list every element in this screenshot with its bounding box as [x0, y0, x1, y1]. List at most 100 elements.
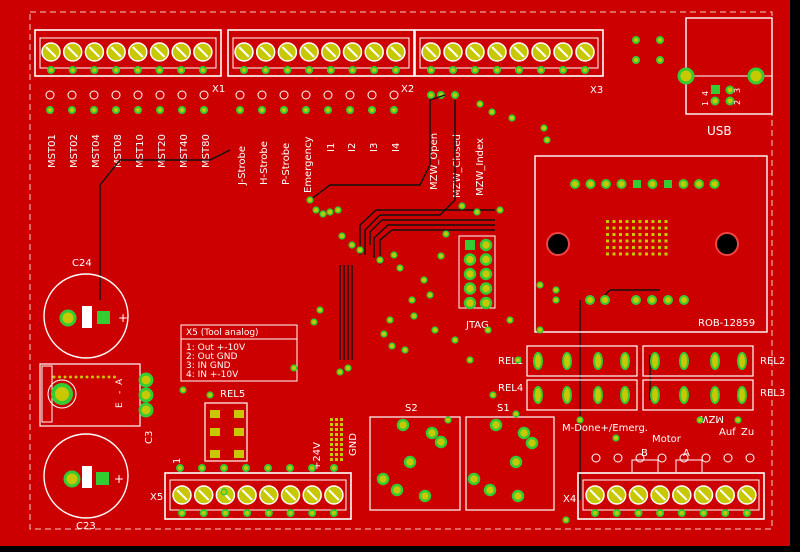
jtag-pad: [463, 296, 477, 310]
terminal-screw: [321, 42, 341, 74]
via: [408, 296, 416, 304]
module-grid-pad: [658, 252, 661, 256]
power-pad: [335, 458, 338, 461]
relay-rel3: REL3: [642, 379, 785, 411]
header-pad: [67, 90, 77, 114]
terminal-screw: [386, 42, 406, 74]
regulator-pad: [96, 375, 100, 379]
module-grid-pad: [645, 239, 648, 243]
module-grid-pad: [619, 226, 622, 230]
terminal-screw: [41, 42, 61, 74]
terminal-pad: [723, 453, 733, 463]
via: [420, 276, 428, 284]
switch-label-s2: S2: [405, 403, 418, 414]
module-grid-pad: [632, 252, 635, 256]
label-gnd: GND: [348, 433, 359, 456]
pin-label-i3: I3: [369, 143, 380, 152]
power-pad: [340, 453, 343, 456]
via: [576, 416, 584, 424]
jtag-pad: [479, 282, 493, 295]
module-grid-pad: [638, 226, 642, 230]
via: [734, 416, 742, 424]
via: [437, 252, 445, 260]
module-grid-pad: [606, 226, 609, 230]
module-pad: [616, 179, 627, 189]
regulator-pad-row: [52, 375, 116, 379]
tool-analog-line-1: 1: Out +-10V: [186, 343, 246, 353]
terminal-screw: [237, 485, 257, 517]
module-pad: [633, 180, 641, 188]
tool-analog-box: X5 (Tool analog) 1: Out +-10V 2: Out GND…: [180, 324, 298, 382]
terminal-screw: [172, 485, 192, 517]
regulator-pad: [113, 375, 116, 379]
module-grid-pad: [632, 239, 635, 243]
power-pad: [340, 448, 343, 451]
terminal-screw: [487, 42, 507, 74]
pin-label-mst20: MST20: [157, 134, 168, 168]
terminal-screw: [149, 42, 170, 74]
terminal-pad: [308, 464, 316, 472]
terminal-pad: [220, 464, 228, 472]
header-pad: [323, 90, 333, 114]
via: [543, 136, 551, 144]
module-grid-pad: [645, 220, 648, 223]
header-pad: [155, 90, 165, 114]
terminal-screw: [62, 42, 83, 74]
via: [506, 316, 514, 324]
module-grid-pad: [638, 220, 642, 223]
via: [386, 316, 394, 324]
connector-label-x5: X5: [150, 492, 163, 503]
label-plus24v: +24V: [312, 442, 323, 470]
via: [376, 256, 384, 264]
via: [489, 391, 497, 399]
pin-label-i2: I2: [347, 143, 358, 152]
terminal-screw: [106, 42, 126, 74]
regulator-minus: -: [115, 391, 125, 394]
x4-coil-a-label: A: [683, 448, 690, 459]
x2-pin-labels: J-Strobe H-Strobe P-Strobe Emergency I1 …: [237, 137, 402, 193]
terminal-screw: [421, 42, 441, 74]
module-pad: [709, 179, 720, 189]
terminal-pad: [635, 453, 645, 463]
jtag-pad: [479, 253, 493, 266]
terminal-screw: [299, 42, 319, 74]
module-grid-pad: [606, 233, 609, 236]
module-pad: [678, 179, 689, 189]
capacitor-label-c23: C23: [76, 521, 96, 532]
module-grid-pad: [619, 233, 622, 236]
capacitor-c23: + C23: [43, 433, 129, 532]
regulator-pad: [69, 375, 72, 379]
regulator-pad: [102, 375, 105, 379]
module-pad: [585, 179, 596, 189]
pin-label-p-strobe: P-Strobe: [281, 143, 292, 185]
module-grid-pad: [638, 233, 642, 236]
power-pad: [335, 433, 338, 436]
jtag-pad: [465, 240, 475, 250]
jtag-pad: [479, 267, 493, 281]
relay-rel4: REL4: [498, 379, 638, 411]
module-label: ROB-12859: [698, 318, 755, 329]
relay-rel1: REL1: [498, 345, 638, 377]
connector-label-x2: X2: [401, 84, 414, 95]
module-grid-pad: [645, 233, 648, 236]
tool-analog-line-2: 2: Out GND: [186, 352, 238, 362]
via: [442, 230, 450, 238]
jtag-pad: [479, 296, 493, 310]
module-grid-pad: [606, 220, 609, 223]
terminal-screw: [128, 42, 148, 74]
jtag-pad: [463, 253, 477, 266]
module-grid-pad: [664, 252, 668, 256]
terminal-screw: [255, 42, 276, 74]
terminal-pad: [701, 453, 711, 463]
via: [336, 368, 344, 376]
terminal-screw: [628, 485, 649, 517]
header-pad: [199, 90, 209, 114]
via: [306, 196, 314, 204]
power-pad: [335, 428, 338, 431]
terminal-screw: [234, 42, 254, 74]
module-grid-pad: [625, 220, 629, 223]
module-grid-pad: [664, 246, 668, 249]
via: [334, 206, 342, 214]
traces: [99, 94, 660, 500]
terminal-screw: [277, 42, 298, 74]
